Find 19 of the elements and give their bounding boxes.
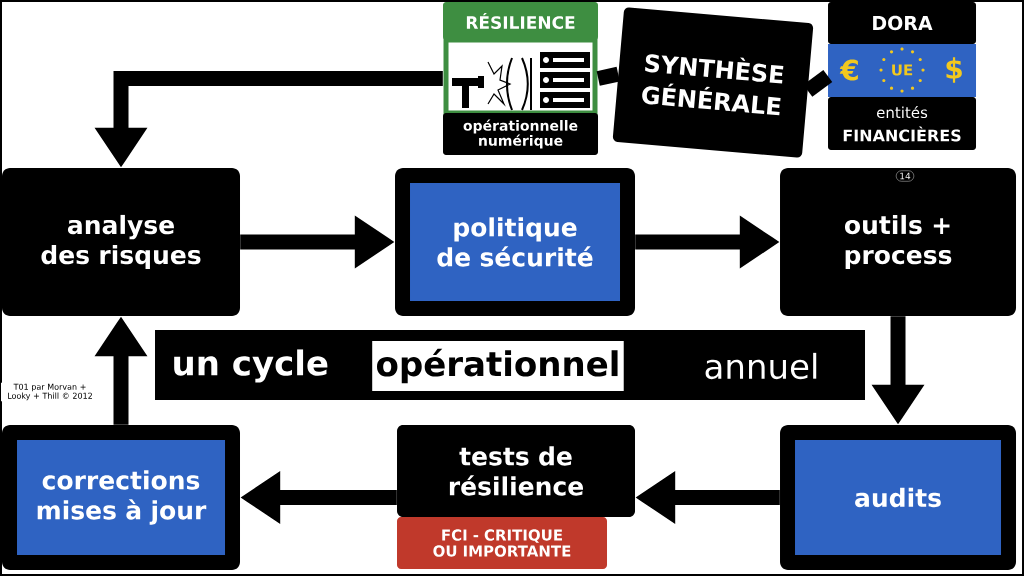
process-box: audits (780, 425, 1016, 570)
process-box: politique de sécurité (395, 168, 635, 316)
footer-bar: opérationnelle numérique (443, 113, 598, 155)
currency-symbol: $ (946, 57, 962, 83)
header-bar: RÉSILIENCE (443, 2, 598, 40)
tilted-box: SYNTHÈSE GÉNÉRALE (612, 7, 814, 158)
banner-text: un cycle (174, 349, 328, 383)
banner-text: annuel (705, 352, 817, 380)
header-bar: DORA (828, 2, 976, 44)
process-box: analyse des risques (2, 168, 240, 316)
process-box: corrections mises à jour (2, 425, 240, 570)
currency-symbol: € (839, 59, 858, 81)
process-box: tests de résilience (397, 425, 635, 517)
banner-highlight: opérationnel (372, 341, 624, 391)
credit-note: T01 par Morvan + Looky + Thill © 2012 (1, 382, 99, 402)
currency-symbol: UE (892, 64, 913, 76)
page-number: 14 (895, 170, 915, 182)
tag-box: FCI - CRITIQUE OU IMPORTANTE (397, 517, 607, 569)
footer-bar: entités FINANCIÈRES (828, 97, 976, 150)
